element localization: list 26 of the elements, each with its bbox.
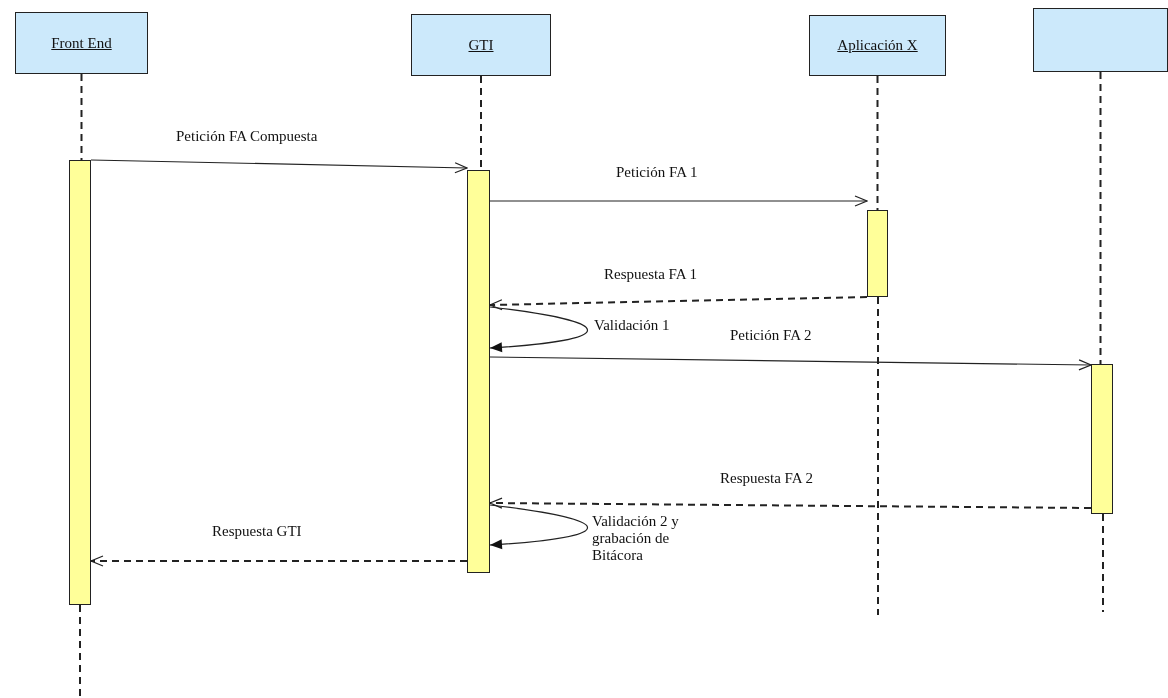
participant-name: Front End bbox=[51, 34, 112, 52]
return-arrow bbox=[489, 296, 868, 311]
activation-bar bbox=[467, 170, 490, 573]
activation-bar bbox=[69, 160, 91, 605]
participant-box bbox=[411, 14, 551, 76]
activation-bar bbox=[867, 210, 888, 297]
message-label: Respuesta FA 1 bbox=[604, 266, 698, 283]
message-label: Petición FA Compuesta bbox=[176, 128, 318, 145]
participant-name: Aplicación X bbox=[837, 37, 918, 54]
message-arrow bbox=[90, 159, 468, 174]
message-label: Respuesta FA 2 bbox=[720, 470, 814, 487]
participant-name: GTI bbox=[468, 36, 494, 54]
return-arrow bbox=[90, 555, 468, 567]
message-arrow bbox=[489, 356, 1092, 371]
lifeline bbox=[80, 73, 83, 161]
participant-box bbox=[1033, 8, 1168, 72]
self-message-arrow bbox=[489, 504, 589, 550]
participant-box bbox=[15, 12, 148, 74]
self-message-arrow bbox=[489, 306, 589, 353]
lifeline bbox=[1099, 71, 1102, 365]
return-arrow bbox=[489, 497, 1092, 509]
activation-bar bbox=[1091, 364, 1113, 514]
message-arrow bbox=[489, 195, 868, 207]
lifeline bbox=[876, 75, 879, 211]
participant-box bbox=[809, 15, 946, 76]
message-label: Respuesta GTI bbox=[212, 523, 302, 540]
